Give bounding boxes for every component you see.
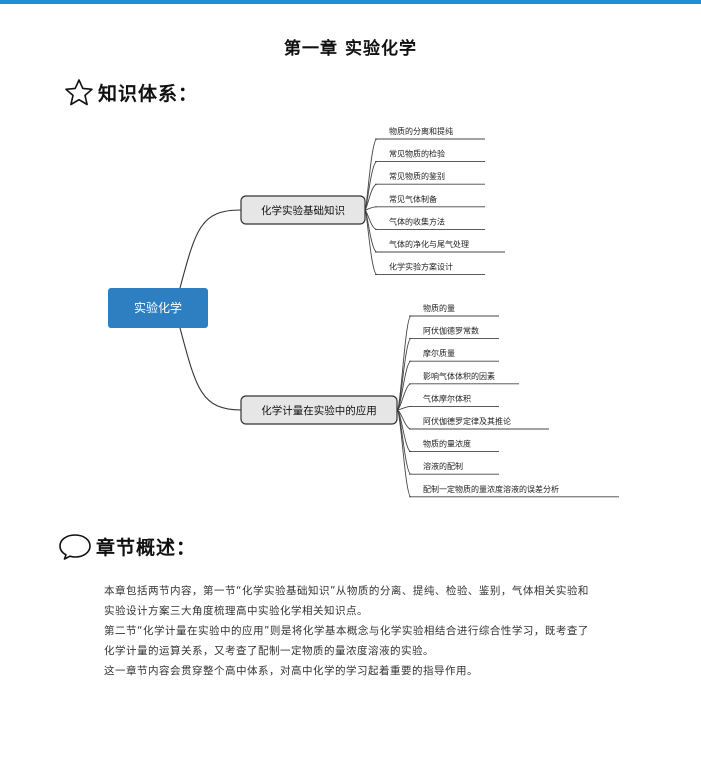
mindmap-nodes: 实验化学 化学实验基础知识 物质的分离和提纯常见物质的检验常见物质的鉴别常见气体制备… [108,126,559,494]
mindmap-leaf-label: 常见物质的鉴别 [389,171,445,181]
mindmap-branch-node: 化学实验基础知识 [240,195,366,225]
mindmap-root-node: 实验化学 [108,288,208,328]
mindmap-link [364,209,378,253]
mindmap-branch-node: 化学计量在实验中的应用 [240,395,398,425]
mindmap-leaf-label: 气体摩尔体积 [423,393,471,403]
speech-bubble-icon [59,534,91,560]
mindmap: 实验化学 化学实验基础知识 物质的分离和提纯常见物质的检验常见物质的鉴别常见气体制备… [108,126,619,498]
mindmap-leaf-label: 阿伏伽德罗定律及其推论 [423,416,511,426]
overview-paragraph-2: 第二节“化学计量在实验中的应用”则是将化学基本概念与化学实验相结合进行综合性学习… [104,625,589,657]
mindmap-link [396,409,412,498]
top-accent-bar [0,0,701,4]
mindmap-leaf-label: 物质的量 [423,303,455,313]
mindmap-links [179,138,619,498]
mindmap-link [179,327,242,411]
mindmap-link [396,360,412,411]
mindmap-link [396,383,412,411]
mindmap-link [364,161,378,211]
knowledge-section-heading: 知识体系： [64,78,198,106]
mindmap-leaf-label: 配制一定物质的量浓度溶液的误差分析 [423,484,559,494]
mindmap-leaf-label: 溶液的配制 [423,461,463,471]
mindmap-leaf-label: 物质的分离和提纯 [389,126,453,136]
overview-paragraph-1: 本章包括两节内容，第一节“化学实验基础知识”从物质的分离、提纯、检验、鉴别，气体… [104,585,589,617]
mindmap-leaf-label: 物质的量浓度 [423,439,471,449]
mindmap-branch-label: 化学计量在实验中的应用 [261,404,377,417]
mindmap-leaf-label: 气体的收集方法 [389,216,445,226]
mindmap-leaf-label: 摩尔质量 [423,348,455,358]
page-title: 第一章 实验化学 [284,39,417,59]
mindmap-leaf-label: 常见物质的检验 [389,149,445,159]
overview-paragraph-3: 这一章节内容会贯穿整个高中体系，对高中化学的学习起着重要的指导作用。 [104,665,478,677]
knowledge-heading-text: 知识体系： [98,82,199,105]
mindmap-branch-label: 化学实验基础知识 [261,204,345,217]
overview-section-heading: 章节概述： [58,532,196,560]
mindmap-root-label: 实验化学 [134,300,182,315]
overview-heading-text: 章节概述： [96,536,197,559]
mindmap-link [364,138,378,211]
mindmap-leaf-label: 影响气体体积的因素 [423,371,495,381]
mindmap-leaf-label: 气体的净化与尾气处理 [389,239,469,249]
mindmap-link [179,209,242,289]
mindmap-link [364,209,378,276]
mindmap-leaf-label: 常见气体制备 [389,194,437,204]
mindmap-leaf-label: 化学实验方案设计 [389,262,453,272]
mindmap-leaf-label: 阿伏伽德罗常数 [423,326,479,336]
overview-text: 本章包括两节内容，第一节“化学实验基础知识”从物质的分离、提纯、检验、鉴别，气体… [104,581,594,681]
star-outline-icon [65,79,93,106]
